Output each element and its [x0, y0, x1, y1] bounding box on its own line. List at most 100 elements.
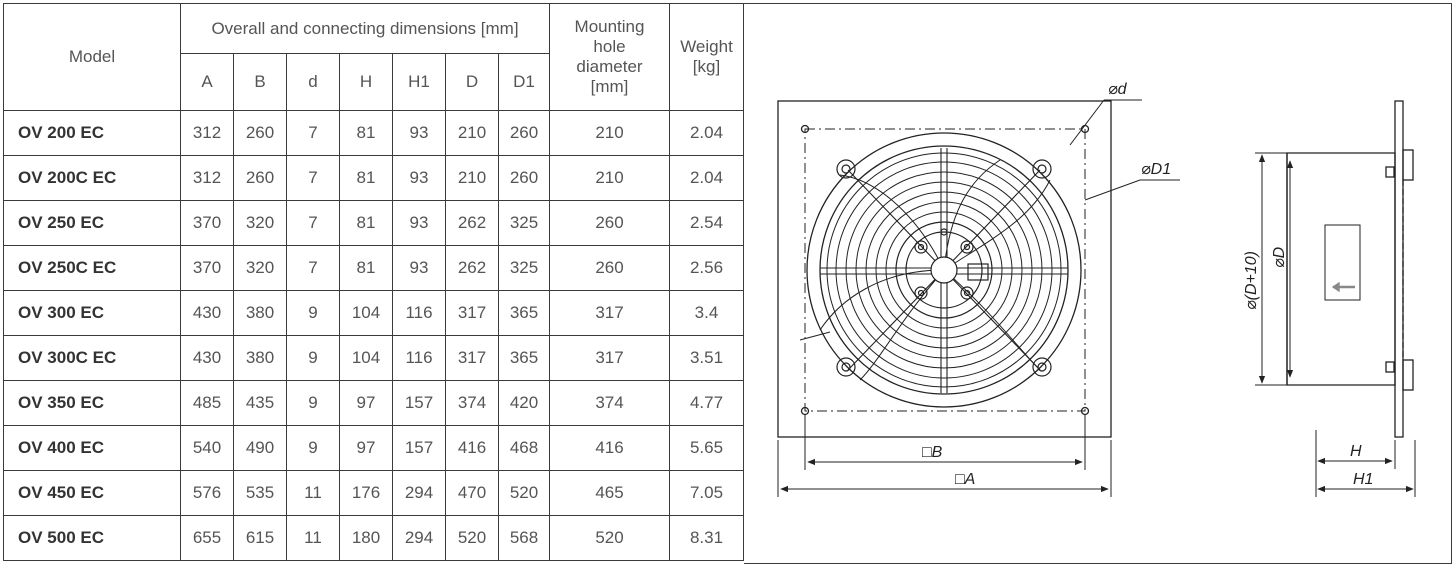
cell-a: 312	[180, 110, 234, 156]
cell-model: OV 200 EC	[3, 110, 181, 156]
header-col-d1: D1	[498, 53, 550, 111]
cell-weight: 8.31	[669, 515, 744, 561]
cell-h: 104	[339, 335, 393, 381]
cell-d-small: 7	[286, 155, 340, 201]
cell-model: OV 400 EC	[3, 425, 181, 471]
cell-d1: 468	[498, 425, 550, 471]
cell-a: 312	[180, 155, 234, 201]
cell-b: 535	[233, 470, 287, 516]
cell-model: OV 450 EC	[3, 470, 181, 516]
cell-d1: 325	[498, 245, 550, 291]
cell-d1: 365	[498, 290, 550, 336]
cell-a: 540	[180, 425, 234, 471]
cell-model: OV 200C EC	[3, 155, 181, 201]
table-row: OV 350 EC 485 435 9 97 157 374 420 374 4…	[3, 380, 744, 426]
header-dimensions-group: Overall and connecting dimensions [mm]	[180, 3, 550, 54]
header-col-h: H	[339, 53, 393, 111]
cell-d-small: 7	[286, 245, 340, 291]
cell-d: 210	[445, 110, 499, 156]
cell-h1: 157	[392, 425, 446, 471]
cell-a: 485	[180, 380, 234, 426]
cell-d: 262	[445, 200, 499, 246]
cell-weight: 3.51	[669, 335, 744, 381]
cell-d: 374	[445, 380, 499, 426]
cell-h: 104	[339, 290, 393, 336]
drawing-panel	[744, 3, 1452, 564]
cell-model: OV 300 EC	[3, 290, 181, 336]
table-row: OV 300C EC 430 380 9 104 116 317 365 317…	[3, 335, 744, 381]
cell-b: 380	[233, 335, 287, 381]
cell-b: 320	[233, 200, 287, 246]
cell-d: 317	[445, 290, 499, 336]
cell-b: 320	[233, 245, 287, 291]
header-col-d-small: d	[286, 53, 340, 111]
cell-mount: 416	[549, 425, 670, 471]
header-mounting: Mounting hole diameter [mm]	[549, 3, 670, 111]
cell-d: 470	[445, 470, 499, 516]
cell-b: 435	[233, 380, 287, 426]
cell-mount: 317	[549, 290, 670, 336]
cell-d1: 260	[498, 155, 550, 201]
cell-d: 416	[445, 425, 499, 471]
cell-model: OV 500 EC	[3, 515, 181, 561]
cell-a: 430	[180, 290, 234, 336]
table-row: OV 200C EC 312 260 7 81 93 210 260 210 2…	[3, 155, 744, 201]
cell-h: 97	[339, 425, 393, 471]
cell-h: 81	[339, 245, 393, 291]
cell-mount: 520	[549, 515, 670, 561]
cell-d-small: 7	[286, 200, 340, 246]
table-row: OV 400 EC 540 490 9 97 157 416 468 416 5…	[3, 425, 744, 471]
header-col-d: D	[445, 53, 499, 111]
cell-h1: 116	[392, 290, 446, 336]
cell-h: 176	[339, 470, 393, 516]
cell-a: 430	[180, 335, 234, 381]
cell-b: 615	[233, 515, 287, 561]
table-row: OV 300 EC 430 380 9 104 116 317 365 317 …	[3, 290, 744, 336]
table-row: OV 500 EC 655 615 11 180 294 520 568 520…	[3, 515, 744, 561]
cell-weight: 3.4	[669, 290, 744, 336]
table-row: OV 250 EC 370 320 7 81 93 262 325 260 2.…	[3, 200, 744, 246]
cell-mount: 210	[549, 155, 670, 201]
cell-d-small: 11	[286, 515, 340, 561]
cell-weight: 2.56	[669, 245, 744, 291]
cell-h1: 294	[392, 470, 446, 516]
cell-weight: 2.04	[669, 155, 744, 201]
cell-mount: 465	[549, 470, 670, 516]
cell-d1: 260	[498, 110, 550, 156]
cell-d: 317	[445, 335, 499, 381]
cell-h1: 294	[392, 515, 446, 561]
cell-a: 655	[180, 515, 234, 561]
cell-d-small: 9	[286, 335, 340, 381]
header-model: Model	[3, 3, 181, 111]
cell-weight: 2.04	[669, 110, 744, 156]
cell-a: 370	[180, 200, 234, 246]
cell-b: 260	[233, 155, 287, 201]
cell-d1: 568	[498, 515, 550, 561]
table-row: OV 450 EC 576 535 11 176 294 470 520 465…	[3, 470, 744, 516]
cell-model: OV 350 EC	[3, 380, 181, 426]
cell-h: 81	[339, 200, 393, 246]
cell-d1: 420	[498, 380, 550, 426]
cell-d: 262	[445, 245, 499, 291]
cell-mount: 374	[549, 380, 670, 426]
cell-d-small: 9	[286, 425, 340, 471]
cell-d1: 325	[498, 200, 550, 246]
cell-d1: 365	[498, 335, 550, 381]
cell-d1: 520	[498, 470, 550, 516]
cell-model: OV 250 EC	[3, 200, 181, 246]
cell-weight: 2.54	[669, 200, 744, 246]
cell-model: OV 300C EC	[3, 335, 181, 381]
cell-h: 180	[339, 515, 393, 561]
cell-d-small: 11	[286, 470, 340, 516]
cell-h1: 93	[392, 110, 446, 156]
cell-h: 97	[339, 380, 393, 426]
cell-mount: 210	[549, 110, 670, 156]
header-col-b: B	[233, 53, 287, 111]
cell-weight: 5.65	[669, 425, 744, 471]
cell-b: 490	[233, 425, 287, 471]
cell-h1: 93	[392, 245, 446, 291]
table-row: OV 200 EC 312 260 7 81 93 210 260 210 2.…	[3, 110, 744, 156]
cell-weight: 4.77	[669, 380, 744, 426]
cell-weight: 7.05	[669, 470, 744, 516]
cell-h1: 157	[392, 380, 446, 426]
